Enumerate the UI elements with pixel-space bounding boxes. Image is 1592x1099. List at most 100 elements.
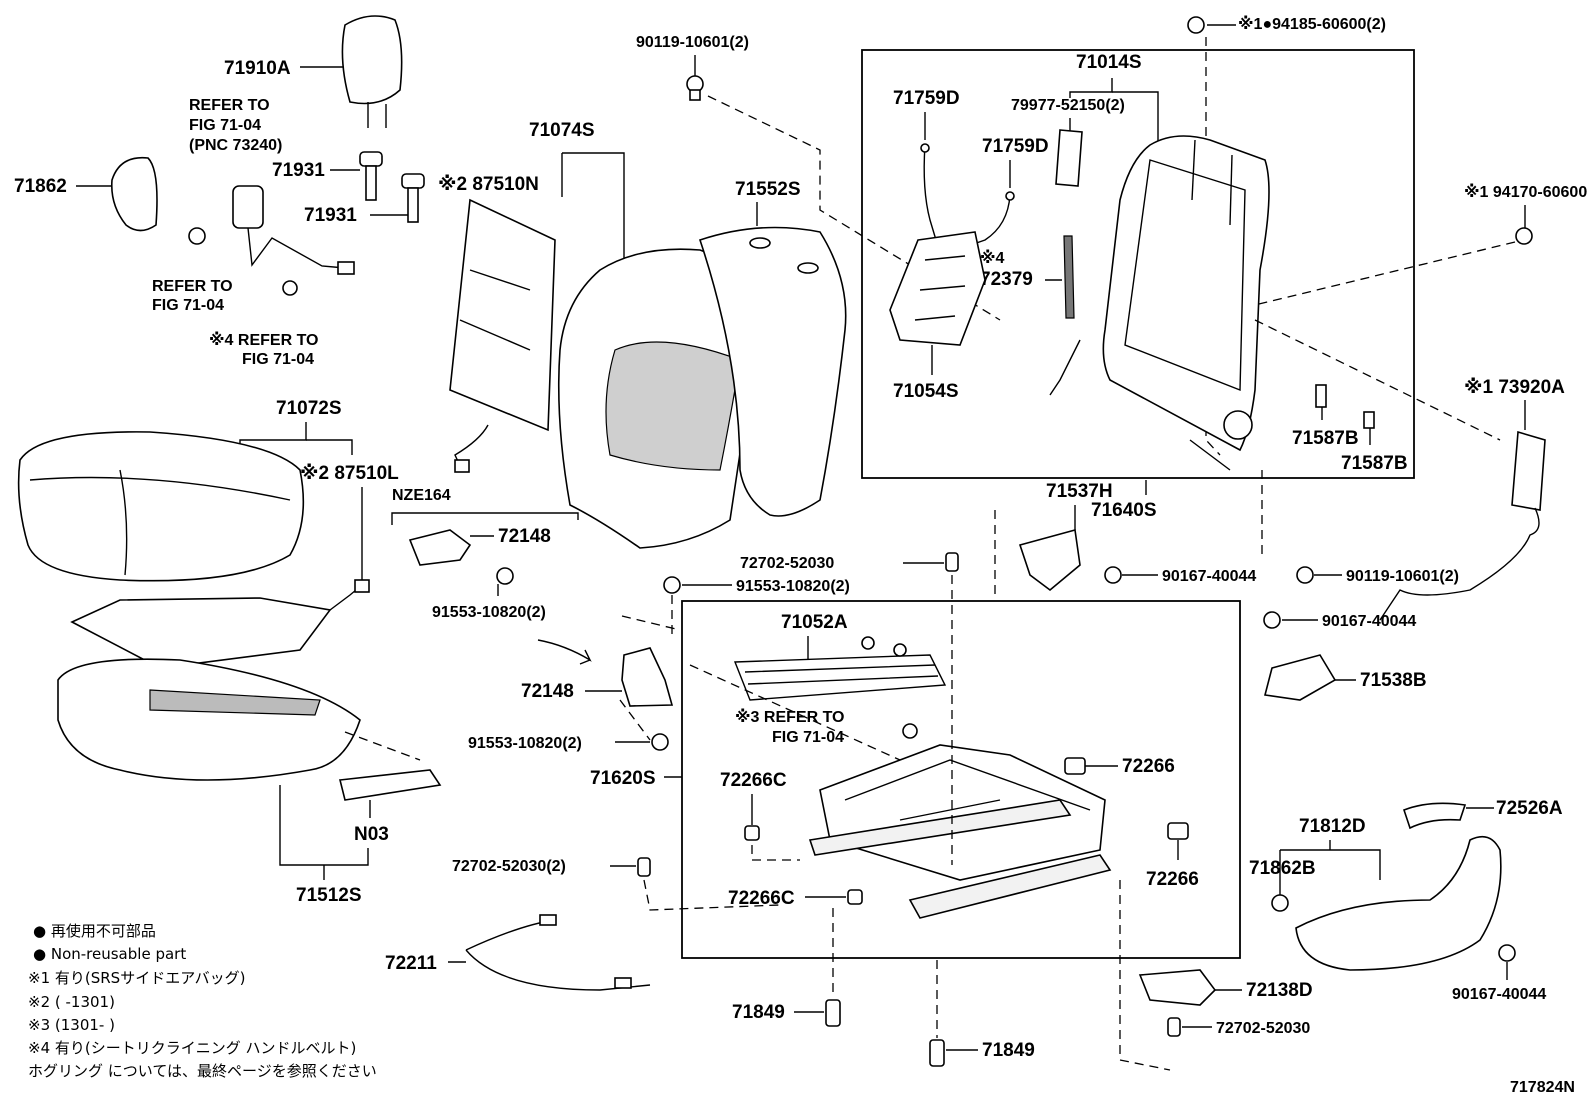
label-71862B: 71862B	[1249, 858, 1316, 879]
label-72702-a: 72702-52030	[740, 555, 834, 572]
label-refer-b-1: REFER TO	[152, 278, 233, 295]
label-72526A: 72526A	[1496, 798, 1563, 819]
clip-72266C-b[interactable]	[847, 889, 863, 905]
seat-cushion-pad[interactable]	[57, 658, 361, 781]
knob-72526A[interactable]	[1402, 802, 1467, 830]
bolt-90167-c[interactable]	[1498, 944, 1516, 962]
label-72379: 72379	[980, 269, 1033, 290]
refer-d-clip[interactable]	[902, 723, 918, 739]
seatback-heater-87510N[interactable]	[449, 198, 556, 473]
buckle-washer[interactable]	[282, 280, 298, 296]
legend-line-5: ※3 (1301- )	[28, 1016, 115, 1034]
seat-belt-buckle[interactable]	[232, 185, 355, 275]
wire-harness-72211[interactable]	[465, 914, 651, 991]
label-71849-a: 71849	[732, 1002, 785, 1023]
bolt-91553-a[interactable]	[496, 567, 514, 585]
label-72266-a: 72266	[1122, 756, 1175, 777]
label-refer-d-1: ※3 REFER TO	[735, 708, 845, 726]
bolt-90119-top[interactable]	[686, 75, 704, 101]
seat-cushion-cover-71072S[interactable]	[17, 431, 305, 582]
label-90167-a: 90167-40044	[1162, 568, 1256, 585]
label-71512S: 71512S	[296, 885, 362, 906]
bolt-72702-b[interactable]	[637, 857, 651, 877]
belt-guide-71862[interactable]	[76, 156, 158, 232]
label-91553-a: 91553-10820(2)	[432, 604, 546, 621]
legend-line-1: ● 再使用不可部品	[33, 922, 156, 940]
label-90167-b: 90167-40044	[1322, 613, 1416, 630]
bolt-71849-b[interactable]	[929, 1039, 945, 1067]
side-shield-71812D[interactable]	[1295, 835, 1502, 971]
label-71052A: 71052A	[781, 612, 848, 633]
label-NZE164: NZE164	[392, 487, 451, 504]
bolt-71849-a[interactable]	[825, 999, 841, 1027]
label-71862: 71862	[14, 176, 67, 197]
label-71014S: 71014S	[1076, 52, 1142, 73]
label-refer-pnc-1: REFER TO	[189, 97, 270, 114]
bracket-N03[interactable]	[339, 769, 442, 801]
seatback-pad-71552S[interactable]	[698, 226, 847, 517]
label-72211: 72211	[385, 953, 437, 974]
label-refer-c-1: ※4 REFER TO	[209, 331, 319, 349]
seat-adjuster-71620S[interactable]	[808, 744, 1112, 919]
bolt-91553-c[interactable]	[651, 733, 669, 751]
clip-71587B-a[interactable]	[1315, 384, 1327, 408]
nut-94170[interactable]	[1515, 227, 1533, 245]
clip-71587B-b[interactable]	[1363, 411, 1375, 429]
spring-assy-71052A[interactable]	[733, 636, 947, 701]
label-79977: 79977-52150(2)	[1011, 97, 1125, 114]
label-72702-c: 72702-52030	[1216, 1020, 1310, 1037]
label-72148-b: 72148	[521, 681, 574, 702]
label-N03: N03	[354, 824, 389, 845]
label-71537H: 71537H	[1046, 481, 1113, 502]
recline-belt-72379[interactable]	[1063, 235, 1075, 319]
clip-72266-a[interactable]	[1064, 757, 1086, 775]
label-94185: ※1●94185-60600(2)	[1238, 15, 1386, 33]
label-71552S: 71552S	[735, 179, 801, 200]
label-72266-b: 72266	[1146, 869, 1199, 890]
bolt-90167-a[interactable]	[1104, 566, 1122, 584]
bracket-72148-a[interactable]	[408, 529, 472, 566]
buckle-bolt[interactable]	[188, 227, 206, 245]
seatback-frame-71014S[interactable]	[1049, 135, 1270, 471]
cover-72138D[interactable]	[1138, 969, 1217, 1006]
label-90119-top: 90119-10601(2)	[636, 34, 749, 51]
headrest-support-a[interactable]	[330, 151, 383, 201]
bolt-91553-b[interactable]	[663, 576, 681, 594]
side-airbag-73920A[interactable]	[1379, 430, 1546, 621]
clip-72266C-a[interactable]	[744, 825, 760, 841]
label-refer-d-2: FIG 71-04	[772, 729, 844, 746]
legend-line-3: ※1 有り(SRSサイドエアバッグ)	[28, 969, 245, 987]
headrest[interactable]	[300, 15, 403, 128]
label-90167-c: 90167-40044	[1452, 986, 1546, 1003]
label-71812D: 71812D	[1299, 816, 1366, 837]
cushion-heater-87510L[interactable]	[70, 579, 370, 669]
clip-72266-b[interactable]	[1167, 822, 1189, 840]
clip-71862B[interactable]	[1271, 894, 1289, 912]
label-90119-b: 90119-10601(2)	[1346, 568, 1459, 585]
nut-94185[interactable]	[1187, 16, 1205, 34]
bolt-90119-b[interactable]	[1296, 566, 1314, 584]
headrest-support-b[interactable]	[370, 173, 425, 223]
bracket-72148-b[interactable]	[621, 647, 674, 707]
label-71931-a: 71931	[272, 160, 325, 181]
bracket-71537H[interactable]	[1018, 528, 1081, 592]
guide-71759D-b[interactable]	[961, 191, 1015, 249]
guide-71759D-a[interactable]	[920, 143, 937, 241]
legend-line-2: ● Non-reusable part	[33, 945, 186, 963]
label-72266C-a: 72266C	[720, 770, 787, 791]
bolt-90167-b[interactable]	[1263, 611, 1281, 629]
label-refer-c-2: FIG 71-04	[242, 351, 314, 368]
label-refer-pnc-3: (PNC 73240)	[189, 137, 282, 154]
label-87510L: ※2 87510L	[300, 463, 399, 484]
frame-pad-79977[interactable]	[1055, 129, 1083, 187]
bolt-72702-a[interactable]	[945, 552, 959, 572]
label-71587B-a: 71587B	[1292, 428, 1359, 449]
bolt-72702-c[interactable]	[1167, 1017, 1181, 1037]
label-71074S: 71074S	[529, 120, 595, 141]
lumbar-support-71054S[interactable]	[889, 231, 986, 346]
label-refer-pnc-2: FIG 71-04	[189, 117, 261, 134]
seat-adjuster-group-box	[681, 600, 1241, 959]
bracket-71538B[interactable]	[1264, 654, 1337, 701]
